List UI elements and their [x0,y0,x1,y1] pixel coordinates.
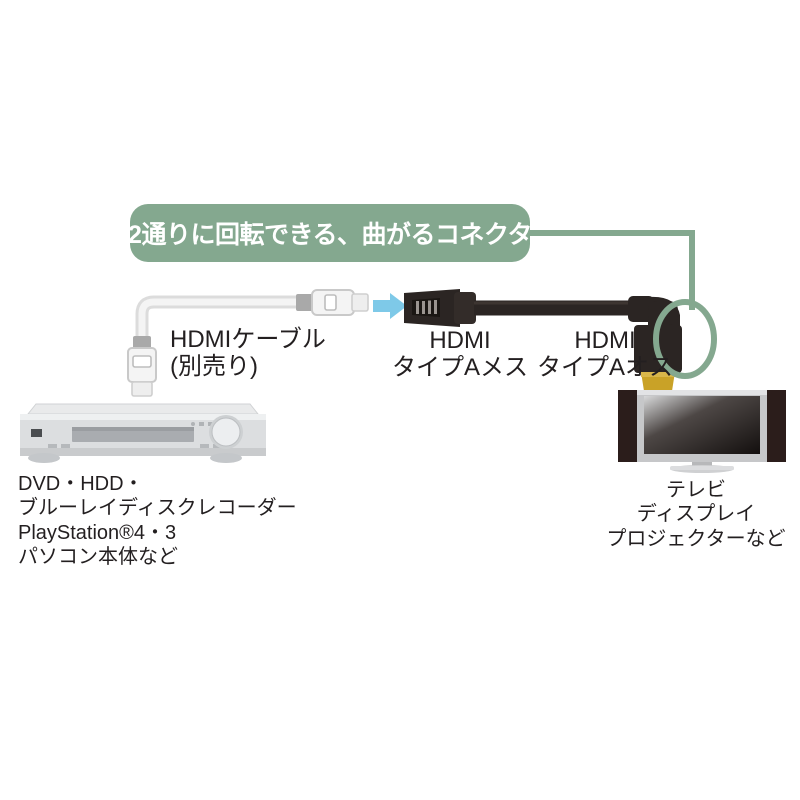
label-hdmi-type-a-male: HDMI タイプAオス [536,327,673,381]
display-device-icon [618,390,786,473]
caption-source-devices: DVD・HDD・ ブルーレイディスクレコーダー PlayStation®4・3 … [18,473,297,569]
hdmi-cable-graphic [127,289,369,397]
callout-banner-text: 2通りに回転できる、曲がるコネクタ [128,221,532,249]
callout-banner: 2通りに回転できる、曲がるコネクタ [128,204,532,262]
label-hdmi-type-a-female: HDMI タイプAメス [391,327,528,381]
caption-display-devices: テレビ ディスプレイ プロジェクターなど [606,479,786,550]
callout-leader-line [530,230,695,310]
source-device-icon [20,403,266,463]
highlight-ring-icon [653,299,717,379]
right-arrow-icon [373,293,407,319]
label-hdmi-cable: HDMIケーブル (別売り) [170,326,326,380]
